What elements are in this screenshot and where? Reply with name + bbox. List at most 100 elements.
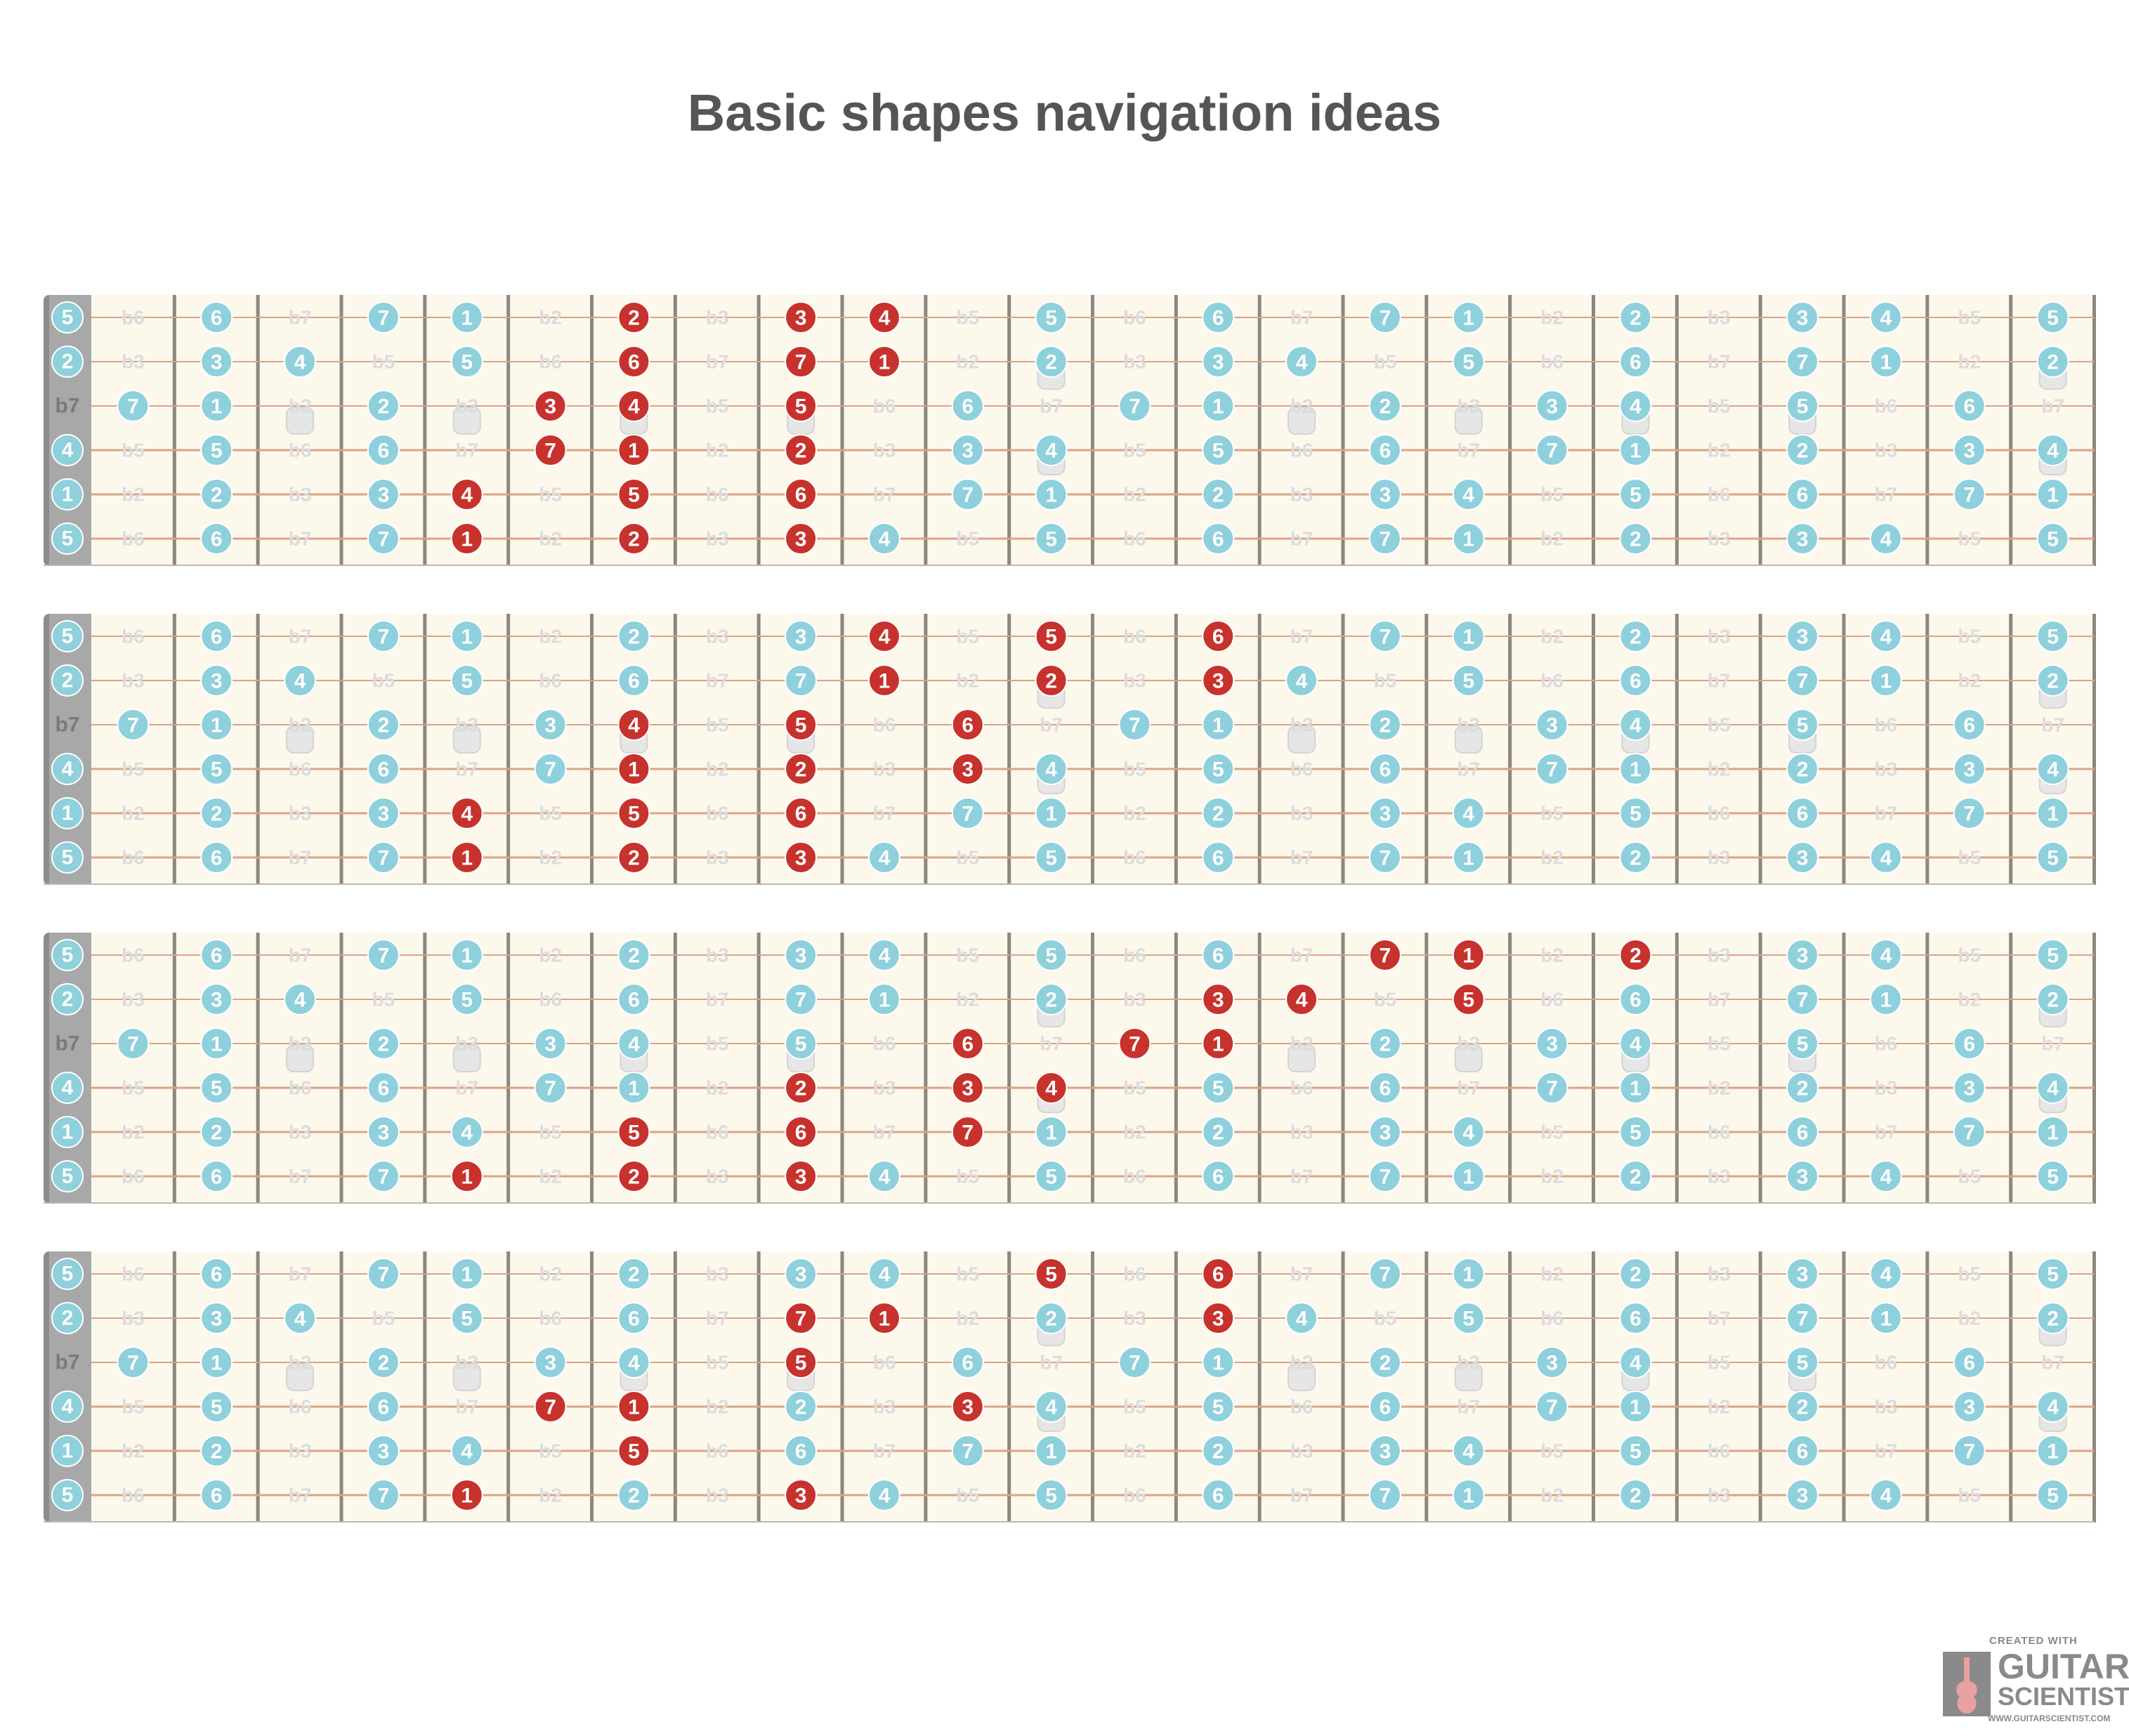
highlight-note-marker: [450, 478, 483, 511]
scale-note-marker: [1202, 753, 1235, 785]
fret-wire-23: [2009, 614, 2013, 885]
scale-note-label: 6: [1630, 351, 1642, 374]
scale-note-marker: [1452, 1116, 1485, 1148]
fret-wire-22: [1925, 614, 1930, 885]
fret-wire-11: [1007, 933, 1011, 1204]
scale-note-label: 2: [1045, 1308, 1057, 1331]
ghost-note-label: b5: [1374, 351, 1397, 373]
scale-note-marker: [1368, 1390, 1401, 1423]
scale-note-label: 7: [1129, 395, 1141, 419]
scale-note-marker: [1368, 753, 1401, 785]
highlight-note-marker: [534, 434, 567, 466]
scale-note-marker: [534, 753, 567, 785]
scale-note-marker: [1953, 753, 1986, 785]
scale-note-marker: [1619, 346, 1652, 378]
scale-note-marker: [1786, 1390, 1819, 1423]
scale-note-label: 2: [2047, 1308, 2059, 1331]
scale-note-label: 2: [1380, 1352, 1391, 1375]
highlight-note-label: 6: [795, 484, 807, 507]
ghost-note-label: b6: [1123, 528, 1146, 550]
scale-note-label: 3: [1380, 484, 1391, 507]
ghost-note-label: b6: [122, 1166, 145, 1188]
scale-note-marker: [1619, 753, 1652, 785]
fret-wire-24: [2092, 1251, 2096, 1523]
scale-note-label: 5: [2047, 626, 2059, 649]
ghost-note-label: b3: [122, 670, 145, 692]
fretboard-background: [44, 295, 2095, 566]
scale-note-marker: [1786, 1479, 1819, 1511]
scale-note-label: 1: [1462, 307, 1474, 330]
highlight-note-marker: [450, 797, 483, 829]
scale-note-marker: [1619, 1258, 1652, 1290]
nut-face: [49, 614, 91, 885]
scale-note-marker: [1202, 390, 1235, 422]
scale-note-label: 7: [378, 528, 390, 551]
scale-note-marker: [1035, 1435, 1068, 1467]
ghost-note-label: b2: [1540, 945, 1564, 966]
scale-note-label: 7: [378, 1166, 390, 1189]
scale-note-label: 1: [1462, 847, 1474, 870]
ghost-note-label: b3: [1875, 758, 1898, 780]
fret-wire-3: [339, 295, 343, 566]
scale-note-label: 4: [1630, 1352, 1642, 1375]
highlight-note-marker: [785, 753, 818, 785]
ghost-note-label: b2: [1540, 847, 1564, 869]
ghost-note-label: b3: [122, 1308, 145, 1329]
highlight-note-marker: [785, 1479, 818, 1511]
ghost-note-label: b2: [539, 945, 562, 966]
ghost-note-label: b6: [1708, 1440, 1731, 1462]
scale-note-label: 1: [1462, 1485, 1474, 1508]
scale-note-label: 3: [1797, 1166, 1809, 1189]
scale-note-marker: [1368, 841, 1401, 874]
scale-note-label: 6: [1212, 945, 1224, 968]
scale-note-marker: [867, 522, 900, 555]
scale-note-marker: [1953, 1435, 1986, 1467]
scale-note-label: 7: [1380, 1166, 1391, 1189]
scale-note-marker: [1786, 939, 1819, 971]
scale-note-label: 6: [1212, 1485, 1224, 1508]
open-note-marker: [51, 478, 84, 511]
scale-note-marker: [867, 841, 900, 874]
fret-wire-1: [172, 614, 176, 885]
highlight-note-marker: [1202, 664, 1235, 697]
ghost-note-label: b3: [1457, 1352, 1480, 1374]
scale-note-marker: [200, 346, 233, 378]
highlight-note-marker: [617, 390, 650, 422]
scale-note-marker: [867, 983, 900, 1015]
scale-note-marker: [367, 390, 400, 422]
scale-note-marker: [1452, 1258, 1485, 1290]
scale-note-marker: [1869, 1160, 1902, 1192]
ghost-note-label: b2: [1123, 484, 1146, 506]
scale-note-label: 2: [2047, 670, 2059, 693]
highlight-note-marker: [785, 522, 818, 555]
open-note-marker: [51, 1435, 84, 1467]
ghost-note-label: b2: [1540, 1263, 1564, 1285]
highlight-note-marker: [1285, 983, 1318, 1015]
highlight-note-label: 2: [795, 1077, 807, 1100]
scale-note-label: 5: [1045, 528, 1057, 551]
scale-note-label: 2: [1380, 714, 1391, 737]
open-note-marker: [51, 1072, 84, 1104]
ghost-note-label: b6: [873, 1033, 896, 1055]
scale-note-label: 6: [1963, 1352, 1975, 1375]
highlight-note-marker: [617, 434, 650, 466]
scale-note-marker: [785, 664, 818, 697]
ghost-note-label: b5: [1958, 307, 1981, 329]
scale-note-label: 2: [795, 1396, 807, 1419]
highlight-note-label: 2: [628, 307, 640, 330]
scale-note-label: 6: [211, 626, 223, 649]
ghost-note-label: b2: [1123, 1440, 1146, 1462]
scale-note-label: 1: [461, 1263, 473, 1287]
highlight-note-marker: [867, 620, 900, 652]
scale-note-label: 5: [1462, 1308, 1474, 1331]
highlight-note-label: 5: [795, 395, 807, 419]
scale-note-label: 5: [1797, 714, 1809, 737]
scale-note-label: 1: [2047, 484, 2059, 507]
highlight-note-label: 3: [1212, 670, 1224, 693]
open-note-label: 4: [62, 758, 74, 781]
scale-note-marker: [951, 1435, 984, 1467]
scale-note-marker: [785, 939, 818, 971]
scale-note-marker: [1035, 939, 1068, 971]
